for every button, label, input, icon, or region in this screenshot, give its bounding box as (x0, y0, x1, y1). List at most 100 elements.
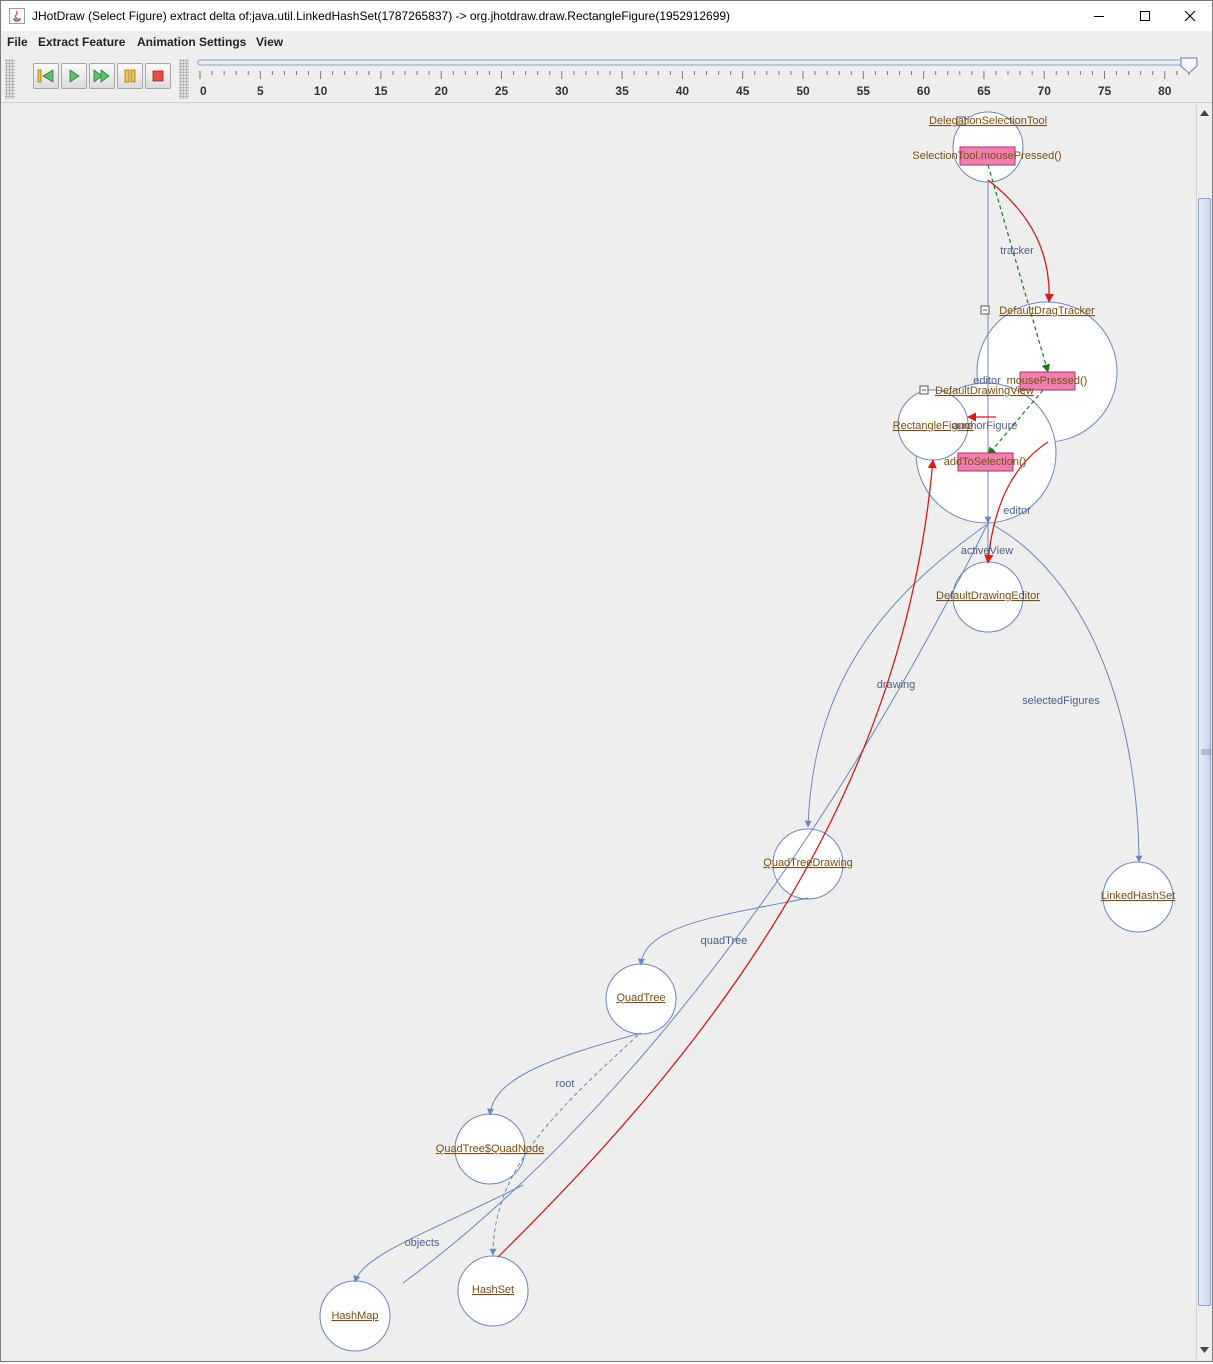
method-box-mouse-pressed[interactable] (1019, 371, 1076, 391)
edge-label-objects: objects (405, 1237, 440, 1249)
quadtree-drawing-node[interactable] (772, 828, 844, 900)
menu-file[interactable]: File (7, 35, 28, 49)
edge-objects[interactable] (353, 1184, 524, 1283)
slider-tick-label: 65 (977, 84, 991, 98)
skip-to-start-button[interactable] (33, 63, 59, 89)
flow-edge-add-to-selection[interactable] (987, 389, 1044, 456)
slider-tick-label: 25 (495, 84, 509, 98)
hashset-node[interactable] (457, 1255, 529, 1327)
close-button[interactable] (1167, 1, 1213, 31)
slider-tick-label: 0 (200, 84, 207, 98)
edge-drawing[interactable] (804, 524, 987, 828)
object-graph: DelegationSelectionTool DefaultDragTrack… (319, 111, 1176, 1352)
java-app-icon (9, 8, 25, 24)
slider-tick-label: 50 (796, 84, 810, 98)
edge-quadtree[interactable] (637, 897, 809, 966)
timeline-slider[interactable]: 0 5 10 15 20 25 30 35 40 45 50 55 60 65 70 75 80 (197, 57, 1203, 103)
edge-label-quadtree: quadTree (701, 935, 748, 947)
method-label-selection-tool[interactable]: SelectionTool.mousePressed() (912, 150, 1061, 162)
toolbar-grip[interactable] (179, 59, 189, 99)
collapse-toggle[interactable] (980, 305, 990, 315)
method-label-add-to-selection[interactable]: addToSelection() (944, 456, 1027, 468)
scroll-thumb[interactable] (1198, 198, 1211, 1306)
skip-to-start-icon (37, 69, 54, 83)
method-box-selection-tool[interactable] (959, 146, 1016, 166)
fast-forward-icon (93, 69, 110, 83)
node-label-quadtree-drawing[interactable]: QuadTreeDrawing (763, 857, 852, 869)
call-edge-tracker[interactable] (987, 179, 1054, 303)
slider-tick-label: 20 (435, 84, 449, 98)
method-box-add-to-selection[interactable] (957, 452, 1014, 472)
window-title: JHotDraw (Select Figure) extract delta o… (32, 9, 731, 23)
menu-bar: File Extract Feature Animation Settings … (1, 31, 1212, 53)
slider-tick-label: 70 (1038, 84, 1052, 98)
edge-label-drawing: drawing (877, 679, 916, 691)
menu-extract-feature[interactable]: Extract Feature (38, 35, 126, 49)
play-icon (69, 69, 80, 83)
node-label-quadnode[interactable]: QuadTree$QuadNode (436, 1143, 544, 1155)
slider-tick-label: 80 (1158, 84, 1172, 98)
slider-track[interactable] (197, 59, 1198, 66)
slider-tick-label: 10 (314, 84, 328, 98)
slider-thumb[interactable] (1180, 57, 1198, 74)
node-label-drag-tracker[interactable]: DefaultDragTracker (999, 305, 1095, 317)
edge-label-active-view: activeView (961, 545, 1013, 557)
edge-label-editor: editor (973, 375, 1001, 387)
slider-tick-label: 15 (374, 84, 388, 98)
edge-label-tracker: tracker (1000, 245, 1034, 257)
call-edge-hashset[interactable] (497, 459, 937, 1258)
menu-view[interactable]: View (256, 35, 284, 49)
edge-label-selected-figures: selectedFigures (1022, 695, 1100, 707)
menu-animation-settings[interactable]: Animation Settings (137, 35, 247, 49)
pause-button[interactable] (117, 63, 143, 89)
close-icon (1184, 10, 1196, 22)
node-label-drawing-editor[interactable]: DefaultDrawingEditor (936, 590, 1040, 602)
stop-button[interactable] (145, 63, 171, 89)
scroll-up-icon[interactable] (1199, 108, 1210, 118)
slider-tick-label: 40 (676, 84, 690, 98)
method-label-mouse-pressed[interactable]: mousePressed() (1007, 375, 1088, 387)
fast-forward-button[interactable] (89, 63, 115, 89)
slider-tick-label: 55 (857, 84, 871, 98)
slider-tick-label: 35 (615, 84, 629, 98)
node-label-quadtree[interactable]: QuadTree (616, 992, 665, 1004)
play-button[interactable] (61, 63, 87, 89)
vertical-scrollbar[interactable] (1196, 105, 1212, 1359)
title-bar: JHotDraw (Select Figure) extract delta o… (1, 1, 1212, 31)
node-label-hashset[interactable]: HashSet (472, 1284, 514, 1296)
slider-ticks (199, 71, 1190, 79)
toolbar-grip[interactable] (5, 59, 15, 99)
edge-selected-figures[interactable] (992, 524, 1143, 863)
slider-tick-label: 45 (736, 84, 750, 98)
minimize-icon (1094, 16, 1104, 17)
slider-tick-label: 60 (917, 84, 931, 98)
collapse-toggle[interactable] (919, 385, 929, 395)
edge-label-root: root (556, 1078, 575, 1090)
node-label-drawing-view[interactable]: DefaultDrawingView (935, 385, 1034, 397)
edge-label-editor: editor (1003, 505, 1031, 517)
minimize-button[interactable] (1076, 1, 1122, 31)
collapse-toggle[interactable] (956, 116, 966, 126)
pause-icon (124, 69, 136, 83)
flow-edge-mouse-pressed[interactable] (987, 164, 1050, 373)
slider-tick-label: 75 (1098, 84, 1112, 98)
node-label-linked-hash-set[interactable]: LinkedHashSet (1101, 890, 1176, 902)
slider-tick-label: 30 (555, 84, 569, 98)
grip-icon (1201, 749, 1210, 755)
node-label-rectangle-figure[interactable]: RectangleFigure (893, 420, 974, 432)
stop-icon (152, 70, 164, 82)
maximize-button[interactable] (1122, 1, 1168, 31)
maximize-icon (1140, 11, 1150, 21)
node-label-delegation-tool[interactable]: DelegationSelectionTool (929, 115, 1047, 127)
node-label-hashmap[interactable]: HashMap (331, 1310, 378, 1322)
slider-tick-labels: 0 5 10 15 20 25 30 35 40 45 50 55 60 65 70 75 80 (200, 84, 1172, 98)
edge-dashed-hashset[interactable] (489, 1034, 639, 1256)
edge-root[interactable] (486, 1032, 642, 1116)
call-edge-editor[interactable] (984, 441, 1049, 564)
slider-tick-label: 5 (257, 84, 264, 98)
edge-label-anchor-figure: anchorFigure (953, 420, 1018, 432)
edge-active-view[interactable] (402, 522, 989, 1284)
scroll-down-icon[interactable] (1199, 1345, 1210, 1355)
object-graph-canvas[interactable]: DelegationSelectionTool DefaultDragTrack… (3, 105, 1195, 1359)
